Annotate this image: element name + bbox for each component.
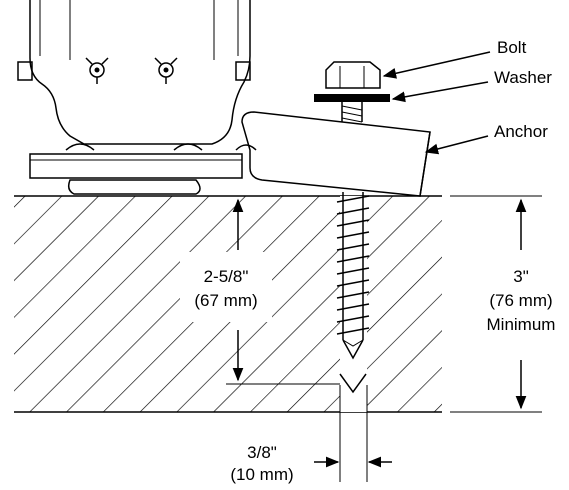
washer-leader xyxy=(391,81,489,103)
thickness-dimension xyxy=(450,195,542,413)
anchor-label: Anchor xyxy=(494,122,548,141)
embed-depth-metric: (67 mm) xyxy=(194,291,257,310)
wing-nut-right xyxy=(154,57,178,84)
foot-plate xyxy=(29,153,243,195)
bolt-label: Bolt xyxy=(497,38,527,57)
embed-depth-imperial: 2-5/8" xyxy=(204,267,249,286)
bolt-head xyxy=(325,61,381,89)
bolt-shaft xyxy=(336,102,370,394)
hole-dimension xyxy=(314,385,392,482)
thickness-qualifier: Minimum xyxy=(487,315,556,334)
washer-label: Washer xyxy=(494,68,552,87)
washer xyxy=(314,94,390,102)
thickness-metric: (76 mm) xyxy=(489,291,552,310)
machine-base xyxy=(17,0,257,151)
anchor-leader xyxy=(424,135,489,155)
bolt-leader xyxy=(382,51,491,79)
embed-dimension xyxy=(226,198,340,385)
anchor-bracket xyxy=(241,111,431,197)
hole-diameter-metric: (10 mm) xyxy=(230,465,293,484)
hole-diameter-imperial: 3/8" xyxy=(247,443,277,462)
wing-nut-left xyxy=(85,57,109,84)
thickness-imperial: 3" xyxy=(513,267,529,286)
